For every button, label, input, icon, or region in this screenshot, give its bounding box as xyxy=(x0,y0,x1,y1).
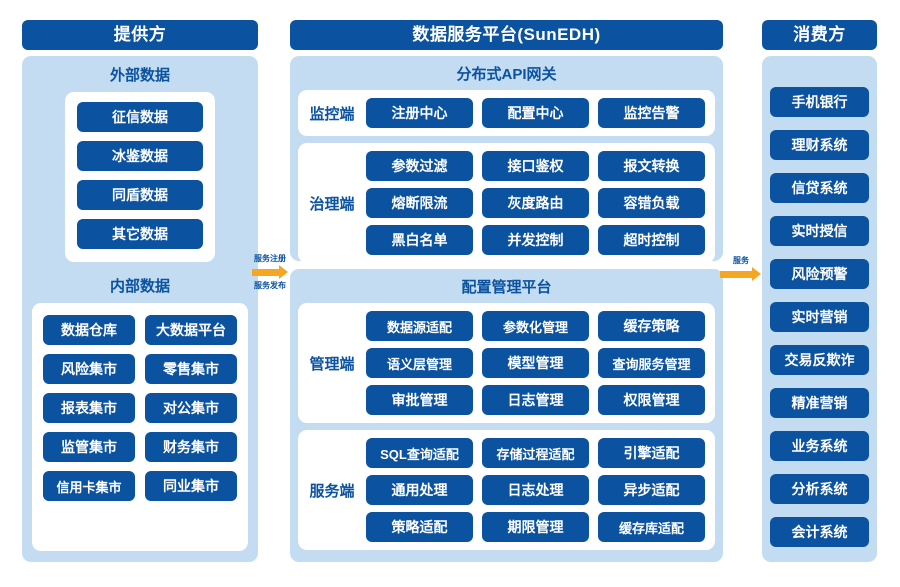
admin-group-label: 管理端 xyxy=(309,355,355,373)
governance-group: 治理端 参数过滤 接口鉴权 报文转换 熔断限流 灰度路由 容错负载 黑白名单 并… xyxy=(298,143,715,263)
admin-item[interactable]: 模型管理 xyxy=(482,348,589,378)
consumer-item[interactable]: 理财系统 xyxy=(770,130,869,160)
provider-column-header-wrap: 提供方 xyxy=(22,20,258,50)
admin-item[interactable]: 语义层管理 xyxy=(366,348,473,378)
config-management-title: 配置管理平台 xyxy=(461,279,552,296)
governance-group-label: 治理端 xyxy=(309,195,355,213)
consumer-item[interactable]: 业务系统 xyxy=(770,431,869,461)
api-gateway-title: 分布式API网关 xyxy=(456,66,557,83)
consumer-item[interactable]: 分析系统 xyxy=(770,474,869,504)
internal-data-title: 内部数据 xyxy=(109,278,170,295)
provider-column-header: 提供方 xyxy=(22,20,258,50)
internal-data-item[interactable]: 风险集市 xyxy=(43,354,135,384)
internal-data-item[interactable]: 财务集市 xyxy=(145,432,237,462)
service-output-arrow-group: 服务 xyxy=(718,255,764,282)
service-item[interactable]: 缓存库适配 xyxy=(598,512,705,542)
governance-item[interactable]: 超时控制 xyxy=(598,225,705,255)
external-data-item[interactable]: 其它数据 xyxy=(77,219,203,249)
platform-column-header: 数据服务平台(SunEDH) xyxy=(290,20,723,50)
internal-data-item[interactable]: 同业集市 xyxy=(145,471,237,501)
admin-item[interactable]: 查询服务管理 xyxy=(598,348,705,378)
external-data-item[interactable]: 征信数据 xyxy=(77,102,203,132)
internal-data-item[interactable]: 对公集市 xyxy=(145,393,237,423)
internal-data-item[interactable]: 大数据平台 xyxy=(145,315,237,345)
governance-item[interactable]: 并发控制 xyxy=(482,225,589,255)
admin-item[interactable]: 审批管理 xyxy=(366,385,473,415)
consumer-item[interactable]: 会计系统 xyxy=(770,517,869,547)
governance-item[interactable]: 参数过滤 xyxy=(366,151,473,181)
service-item[interactable]: 引擎适配 xyxy=(598,438,705,468)
monitor-item[interactable]: 监控告警 xyxy=(598,98,705,128)
admin-item[interactable]: 权限管理 xyxy=(598,385,705,415)
arrow-right-icon xyxy=(720,267,762,281)
arrow-label-top: 服务 xyxy=(733,256,749,265)
external-data-title: 外部数据 xyxy=(109,67,170,84)
internal-data-item[interactable]: 数据仓库 xyxy=(43,315,135,345)
service-item[interactable]: 期限管理 xyxy=(482,512,589,542)
governance-item[interactable]: 接口鉴权 xyxy=(482,151,589,181)
consumer-item[interactable]: 实时营销 xyxy=(770,302,869,332)
admin-item[interactable]: 日志管理 xyxy=(482,385,589,415)
admin-item[interactable]: 缓存策略 xyxy=(598,311,705,341)
api-gateway-panel: 分布式API网关 监控端 注册中心 配置中心 监控告警 治理端 参数过滤 接口鉴… xyxy=(290,56,723,263)
consumer-item[interactable]: 交易反欺诈 xyxy=(770,345,869,375)
consumer-item[interactable]: 精准营销 xyxy=(770,388,869,418)
arrow-label-top: 服务注册 xyxy=(254,254,286,263)
arrow-right-icon xyxy=(252,265,288,279)
internal-data-item[interactable]: 信用卡集市 xyxy=(43,471,135,501)
consumer-item[interactable]: 风险预警 xyxy=(770,259,869,289)
service-item[interactable]: 策略适配 xyxy=(366,512,473,542)
service-item[interactable]: 通用处理 xyxy=(366,475,473,505)
admin-item[interactable]: 数据源适配 xyxy=(366,311,473,341)
service-item[interactable]: SQL查询适配 xyxy=(366,438,473,468)
monitor-item[interactable]: 配置中心 xyxy=(482,98,589,128)
service-group: 服务端 SQL查询适配 存储过程适配 引擎适配 通用处理 日志处理 异步适配 策… xyxy=(298,430,715,550)
service-item[interactable]: 日志处理 xyxy=(482,475,589,505)
monitor-item[interactable]: 注册中心 xyxy=(366,98,473,128)
external-data-item[interactable]: 同盾数据 xyxy=(77,180,203,210)
monitor-group: 监控端 注册中心 配置中心 监控告警 xyxy=(298,90,715,136)
internal-data-item[interactable]: 零售集市 xyxy=(145,354,237,384)
consumer-column-header-wrap: 消费方 xyxy=(762,20,877,50)
platform-column-header-wrap: 数据服务平台(SunEDH) xyxy=(290,20,723,50)
consumer-item[interactable]: 实时授信 xyxy=(770,216,869,246)
external-data-item[interactable]: 冰鉴数据 xyxy=(77,141,203,171)
governance-item[interactable]: 熔断限流 xyxy=(366,188,473,218)
external-data-box: 征信数据 冰鉴数据 同盾数据 其它数据 xyxy=(65,92,215,262)
consumer-item[interactable]: 手机银行 xyxy=(770,87,869,117)
arrow-label-bottom: 服务发布 xyxy=(254,281,286,290)
config-management-panel: 配置管理平台 管理端 数据源适配 参数化管理 缓存策略 语义层管理 模型管理 查… xyxy=(290,269,723,562)
service-group-label: 服务端 xyxy=(309,482,355,500)
monitor-group-label: 监控端 xyxy=(309,105,355,123)
governance-item[interactable]: 报文转换 xyxy=(598,151,705,181)
admin-item[interactable]: 参数化管理 xyxy=(482,311,589,341)
service-item[interactable]: 存储过程适配 xyxy=(482,438,589,468)
consumer-column-header: 消费方 xyxy=(762,20,877,50)
consumer-item[interactable]: 信贷系统 xyxy=(770,173,869,203)
governance-item[interactable]: 容错负载 xyxy=(598,188,705,218)
internal-data-box: 数据仓库 大数据平台 风险集市 零售集市 报表集市 对公集市 监管集市 财务集市… xyxy=(32,303,248,551)
admin-group: 管理端 数据源适配 参数化管理 缓存策略 语义层管理 模型管理 查询服务管理 审… xyxy=(298,303,715,423)
service-item[interactable]: 异步适配 xyxy=(598,475,705,505)
internal-data-item[interactable]: 监管集市 xyxy=(43,432,135,462)
governance-item[interactable]: 灰度路由 xyxy=(482,188,589,218)
internal-data-item[interactable]: 报表集市 xyxy=(43,393,135,423)
consumer-panel: 手机银行 理财系统 信贷系统 实时授信 风险预警 实时营销 交易反欺诈 精准营销… xyxy=(762,56,877,562)
governance-item[interactable]: 黑白名单 xyxy=(366,225,473,255)
service-register-arrow-group: 服务注册 服务发布 xyxy=(250,253,290,291)
